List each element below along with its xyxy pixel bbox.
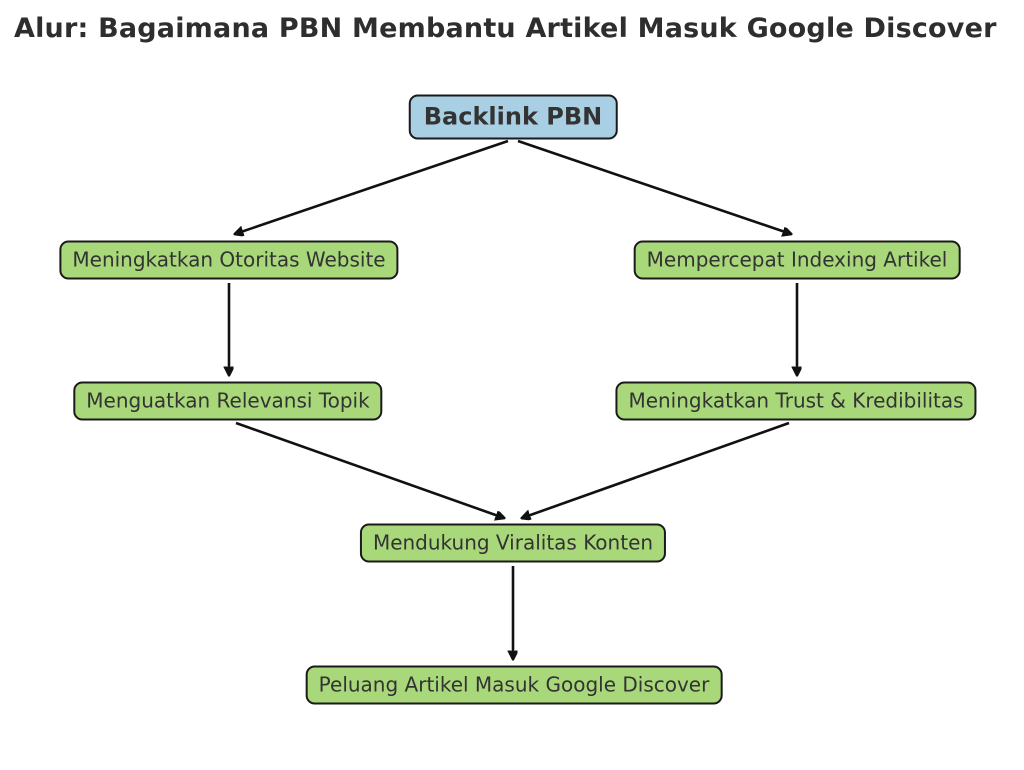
node-menguatkan-relevansi-topik: Menguatkan Relevansi Topik <box>73 381 383 421</box>
node-mendukung-viralitas-konten: Mendukung Viralitas Konten <box>359 523 667 563</box>
node-backlink-pbn: Backlink PBN <box>408 94 618 140</box>
edge-relevansi-to-viralitas <box>235 421 504 518</box>
edge-trust-to-viralitas <box>522 421 790 518</box>
edge-backlink-to-indexing <box>517 139 791 234</box>
node-meningkatkan-trust-kredibilitas: Meningkatkan Trust & Kredibilitas <box>615 381 977 421</box>
node-meningkatkan-otoritas-website: Meningkatkan Otoritas Website <box>59 240 399 280</box>
node-peluang-artikel-masuk-google-discover: Peluang Artikel Masuk Google Discover <box>305 665 723 705</box>
node-mempercepat-indexing-artikel: Mempercepat Indexing Artikel <box>633 240 961 280</box>
page-title: Alur: Bagaimana PBN Membantu Artikel Mas… <box>14 13 997 44</box>
edge-backlink-to-otoritas <box>235 139 509 234</box>
